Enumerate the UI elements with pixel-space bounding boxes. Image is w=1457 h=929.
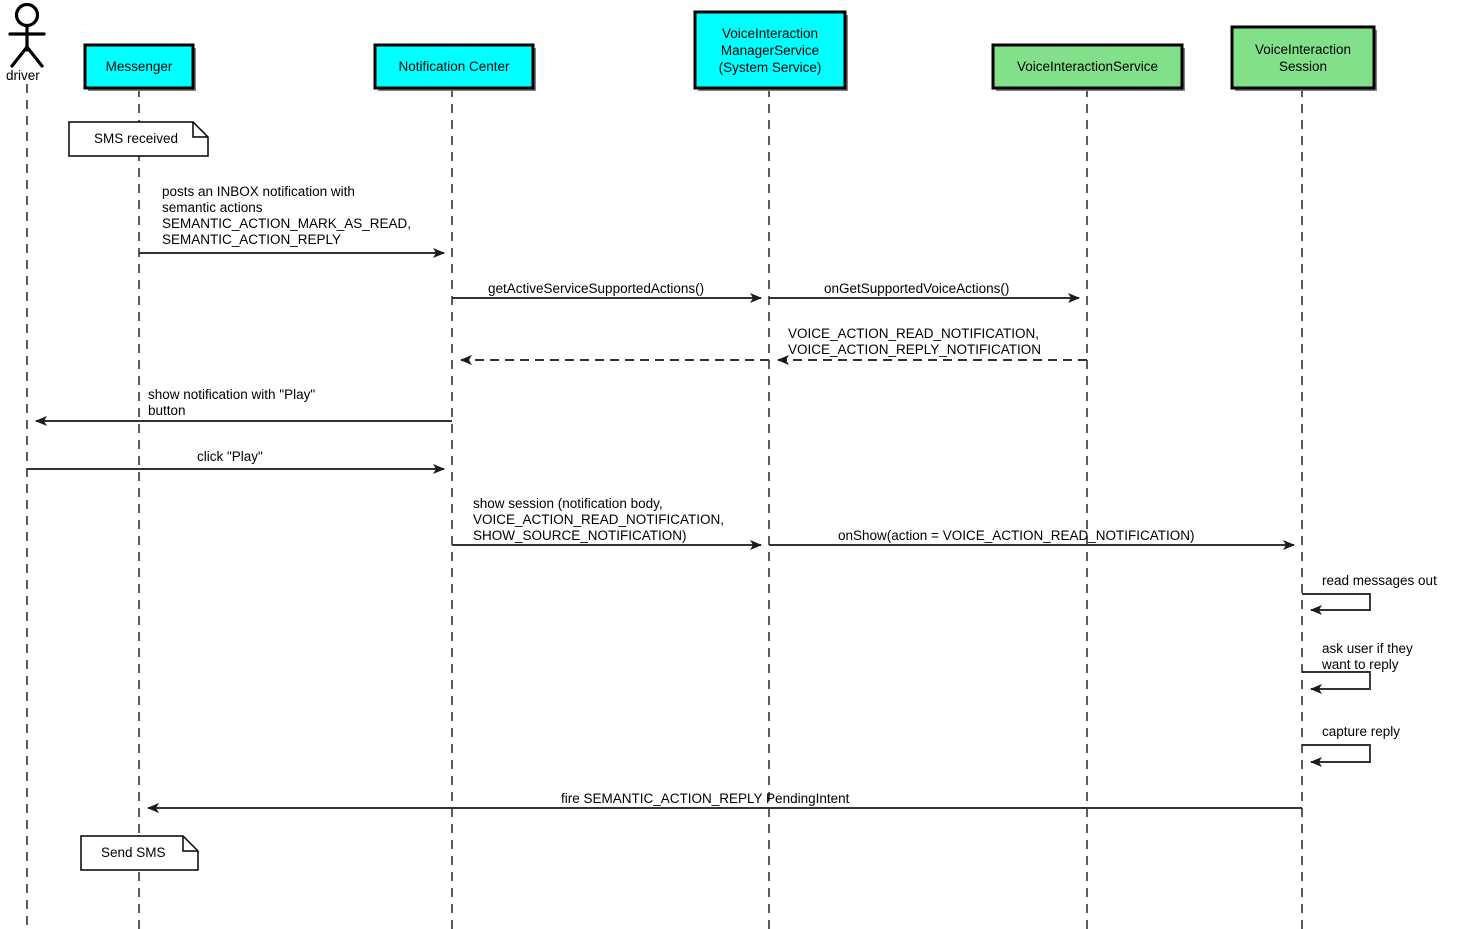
participant-box-voice-interaction-manager-service[interactable] bbox=[693, 10, 847, 90]
participant-box-notification-center[interactable] bbox=[373, 43, 535, 90]
notes-shapes bbox=[68, 121, 209, 871]
self-call-loops bbox=[1302, 593, 1371, 767]
self-loop-capture-reply bbox=[1302, 744, 1371, 767]
participant-box-voice-interaction-session[interactable] bbox=[1230, 25, 1376, 90]
lifelines bbox=[26, 84, 1303, 929]
participant-boxes bbox=[83, 10, 1377, 91]
note-shape-sms-received bbox=[68, 121, 209, 157]
note-label-sms-received: SMS received bbox=[94, 131, 179, 146]
note-label-send-sms: Send SMS bbox=[101, 845, 166, 860]
message-label-show-notification-with-play: show notification with "Play" button bbox=[148, 387, 316, 418]
participant-label-voice-interaction-service: VoiceInteractionService bbox=[1016, 59, 1159, 74]
self-message-label-read-messages-out: read messages out bbox=[1322, 573, 1437, 588]
self-message-label-capture-reply: capture reply bbox=[1322, 724, 1401, 739]
participant-label-voice-interaction-session: VoiceInteraction Session bbox=[1254, 41, 1352, 74]
actor-driver-figure bbox=[8, 2, 46, 68]
message-label-fire-semantic-action-reply: fire SEMANTIC_ACTION_REPLY PendingIntent bbox=[561, 791, 850, 806]
self-loop-ask-user-reply bbox=[1302, 671, 1371, 694]
participant-label-messenger: Messenger bbox=[105, 59, 173, 74]
message-label-post-inbox-notification: posts an INBOX notification with semanti… bbox=[162, 184, 412, 247]
message-label-get-active-service-supported-actions: getActiveServiceSupportedActions() bbox=[488, 281, 705, 296]
actor-label-driver: driver bbox=[6, 68, 40, 83]
message-arrows bbox=[27, 248, 1302, 813]
message-label-on-get-supported-voice-actions: onGetSupportedVoiceActions() bbox=[824, 281, 1010, 296]
participant-box-messenger[interactable] bbox=[83, 43, 195, 90]
participant-label-voice-interaction-manager-service: VoiceInteraction ManagerService (System … bbox=[718, 25, 822, 75]
participant-label-notification-center: Notification Center bbox=[398, 59, 510, 74]
self-loop-read-messages-out bbox=[1302, 593, 1371, 615]
self-message-label-ask-user-reply: ask user if they want to reply bbox=[1322, 641, 1413, 672]
message-label-show-session: show session (notification body, VOICE_A… bbox=[473, 496, 725, 543]
message-label-on-show: onShow(action = VOICE_ACTION_READ_NOTIFI… bbox=[838, 528, 1195, 543]
message-label-click-play: click "Play" bbox=[197, 449, 263, 464]
participant-box-voice-interaction-service[interactable] bbox=[991, 43, 1184, 90]
note-shape-send-sms bbox=[80, 835, 199, 871]
message-label-return-supported-actions: VOICE_ACTION_READ_NOTIFICATION, VOICE_AC… bbox=[788, 326, 1042, 357]
